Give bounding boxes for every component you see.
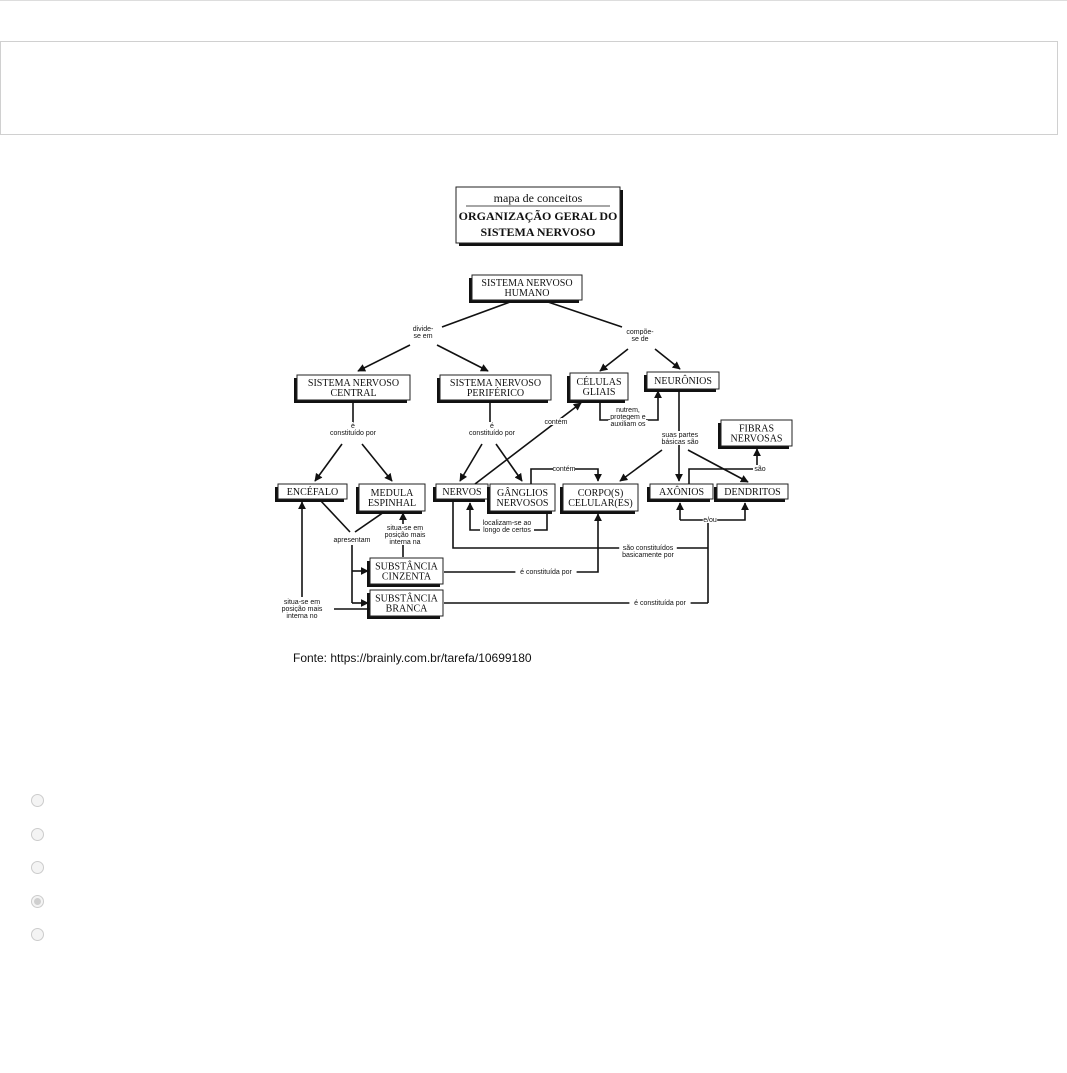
- concept-box-encefalo: ENCÉFALO: [275, 483, 348, 502]
- concept-box-label: MEDULA: [371, 488, 415, 499]
- link-label-sao: são: [754, 466, 765, 473]
- map-title-box: mapa de conceitos ORGANIZAÇÃO GERAL DO S…: [455, 186, 623, 246]
- concept-box-label: NERVOS: [442, 487, 481, 498]
- link-label-compoe: compõe-: [626, 329, 654, 336]
- concept-box-label: SISTEMA NERVOSO: [308, 378, 399, 389]
- link-label-divide: se em: [413, 333, 432, 340]
- concept-box-label: CINZENTA: [382, 572, 432, 583]
- concept-box-label: GLIAIS: [583, 387, 616, 398]
- concept-box-label: ENCÉFALO: [287, 486, 338, 498]
- concept-box-dendritos: DENDRITOS: [714, 483, 789, 502]
- link-label-sao_constituidos: são constituídos: [623, 545, 674, 552]
- concept-box-label: PERIFÉRICO: [467, 387, 524, 399]
- link-label-contem1: contém: [545, 419, 568, 426]
- link-label-contem2: contém: [553, 466, 576, 473]
- image-source-caption: Fonte: https://brainly.com.br/tarefa/106…: [293, 651, 532, 665]
- concept-box-label: SUBSTÂNCIA: [375, 593, 439, 605]
- link-label-situa_medula: situa-se em: [387, 525, 423, 532]
- link-label-compoe: se de: [631, 336, 648, 343]
- answer-option-radio-1[interactable]: [31, 794, 44, 807]
- answer-option-radio-5[interactable]: [31, 928, 44, 941]
- concept-box-label: NEURÔNIOS: [654, 375, 712, 387]
- concept-box-axonios: AXÔNIOS: [647, 483, 714, 502]
- concept-box-label: NERVOSOS: [497, 498, 549, 509]
- map-title-line: mapa de conceitos: [494, 191, 583, 205]
- concept-box-label: NERVOSAS: [731, 434, 783, 445]
- concept-box-label: SUBSTÂNCIA: [375, 561, 439, 573]
- link-label-snc_const: é: [351, 423, 355, 430]
- concept-box-label: GÂNGLIOS: [497, 487, 548, 499]
- answer-option-radio-3[interactable]: [31, 861, 44, 874]
- concept-box-label: CELULAR(ES): [568, 498, 632, 509]
- answer-option-radio-4[interactable]: [31, 894, 44, 908]
- concept-box-label: CORPO(S): [578, 488, 624, 499]
- concept-box-label: SISTEMA NERVOSO: [450, 378, 541, 389]
- link-label-snp_const: constituído por: [469, 430, 516, 437]
- link-label-situa_encefalo: interna no: [286, 613, 317, 620]
- concept-box-label: BRANCA: [386, 604, 428, 615]
- link-label-const_branca: é constituída por: [634, 600, 686, 607]
- link-label-divide: divide-: [413, 326, 434, 333]
- concept-box-label: DENDRITOS: [724, 487, 780, 498]
- link-label-localizam: longo de certos: [483, 527, 531, 534]
- concept-box-label: CÉLULAS: [577, 376, 622, 388]
- question-text-box: [0, 41, 1058, 135]
- concept-box-label: ESPINHAL: [368, 498, 416, 509]
- link-label-apresentam: apresentam: [334, 537, 371, 544]
- concept-box-label: HUMANO: [505, 288, 550, 299]
- concept-box-corpo: CORPO(S)CELULAR(ES): [560, 483, 639, 514]
- map-title-line: SISTEMA NERVOSO: [480, 225, 595, 239]
- answer-option-radio-2[interactable]: [31, 827, 44, 841]
- link-label-situa_encefalo: posição mais: [282, 606, 323, 613]
- connectors: [298, 301, 761, 610]
- link-label-suas_partes: suas partes: [662, 432, 699, 439]
- link-label-eou: e/ou: [703, 517, 717, 524]
- link-label-situa_medula: interna na: [389, 539, 420, 546]
- link-label-nutrem: auxiliam os: [610, 421, 646, 428]
- concept-box-label: CENTRAL: [330, 388, 376, 399]
- link-label-snc_const: constituído por: [330, 430, 377, 437]
- map-title-line: ORGANIZAÇÃO GERAL DO: [459, 209, 618, 223]
- top-divider: [0, 0, 1067, 1]
- link-label-nutrem: nutrem,: [616, 407, 640, 414]
- link-label-situa_encefalo: situa-se em: [284, 599, 320, 606]
- link-label-sao_constituidos: basicamente por: [622, 552, 674, 559]
- concept-box-neuronios: NEURÔNIOS: [644, 371, 720, 392]
- link-label-situa_medula: posição mais: [385, 532, 426, 539]
- link-label-nutrem: protegem e: [610, 414, 646, 421]
- answer-options: [31, 794, 44, 962]
- concept-box-nervos: NERVOS: [433, 483, 489, 502]
- link-label-const_cinzenta: é constituída por: [520, 569, 572, 576]
- concept-box-label: AXÔNIOS: [659, 486, 704, 498]
- link-label-localizam: localizam-se ao: [483, 520, 532, 527]
- concept-box-label: SISTEMA NERVOSO: [481, 278, 572, 289]
- concept-box-label: FIBRAS: [739, 424, 774, 435]
- link-label-suas_partes: básicas são: [662, 439, 699, 446]
- link-label-snp_const: é: [490, 423, 494, 430]
